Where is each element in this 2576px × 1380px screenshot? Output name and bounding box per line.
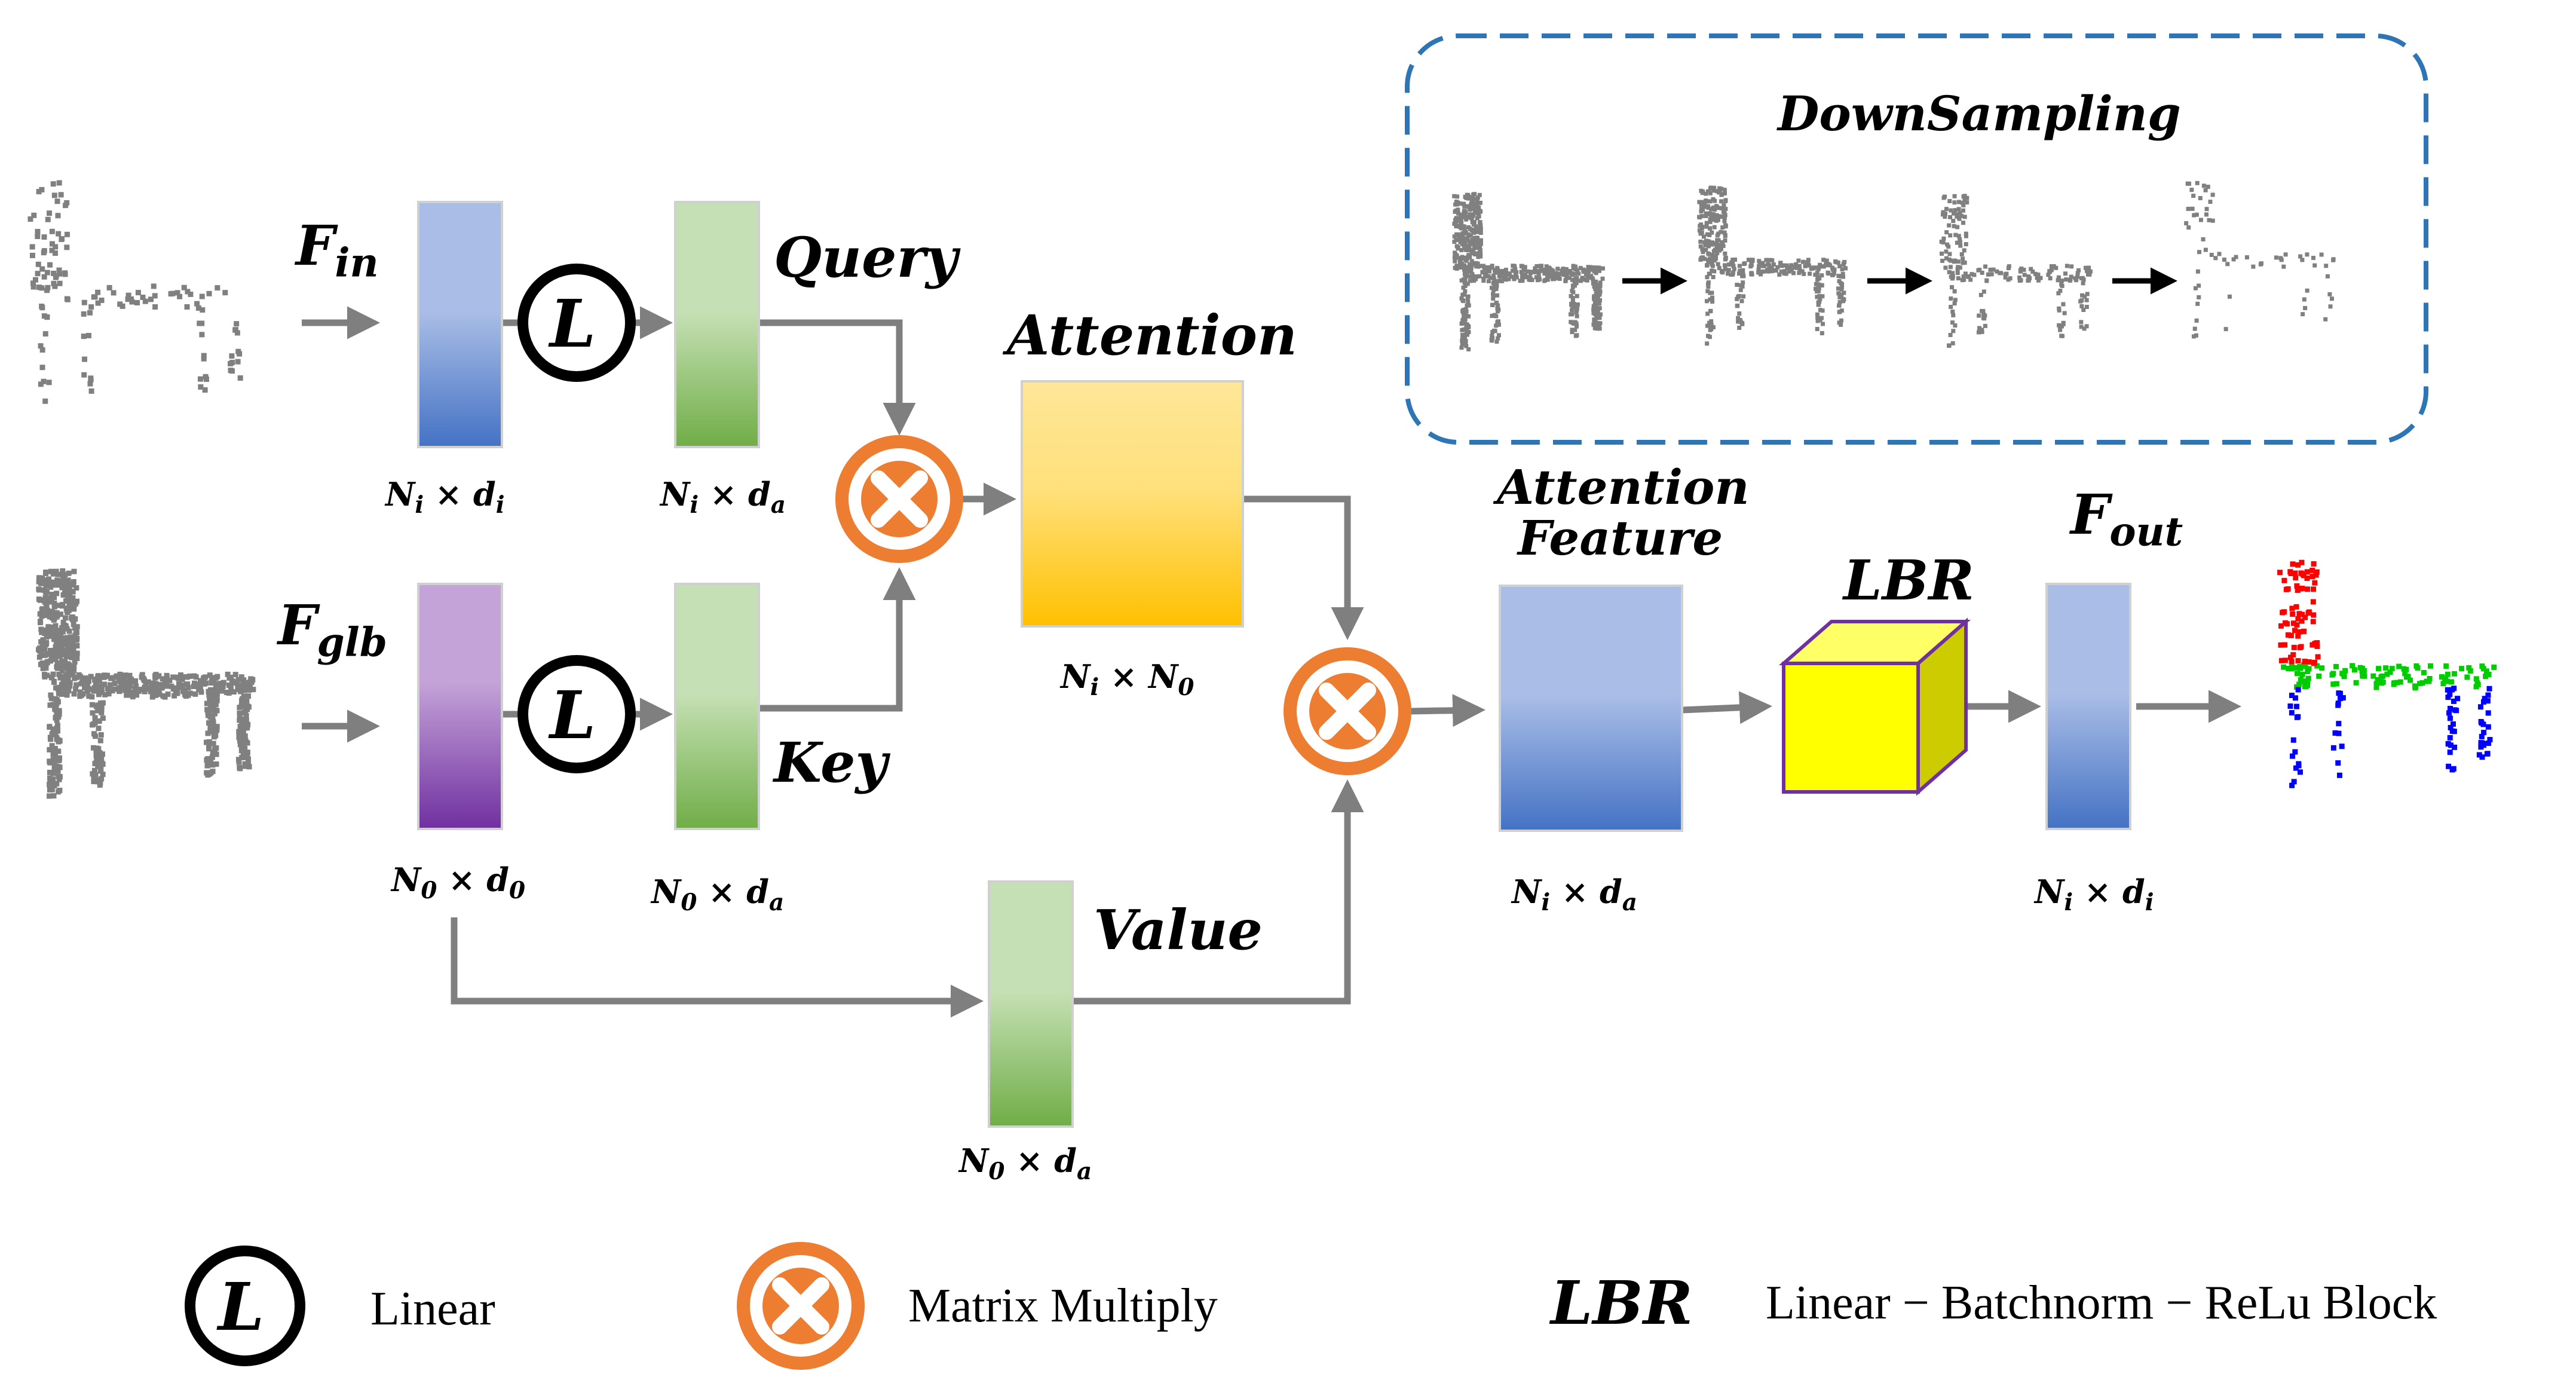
fin-feature-bar (417, 201, 503, 448)
dim-query: Ni × da (660, 475, 786, 519)
downsampling-box (1405, 33, 2428, 445)
dim-attention-feature: Ni × da (1512, 873, 1637, 916)
dim-key: N0 × da (651, 873, 785, 916)
legend-linear-symbol-letter: L (218, 1268, 265, 1345)
label-key: Key (774, 730, 887, 795)
linear-symbol-query: L (550, 285, 596, 362)
legend-matmul-symbol (737, 1242, 865, 1370)
arrow-feature-to-lbr (1681, 691, 1772, 724)
arrow-fglb-to-value (451, 917, 984, 1018)
downsample-cloud-3 (1939, 194, 2093, 348)
legend-matmul-label: Matrix Multiply (908, 1280, 1218, 1332)
label-attention-feature-2: Feature (1518, 510, 1723, 566)
dim-fin: Ni × di (385, 475, 505, 519)
matmul-op-qk (835, 435, 963, 563)
attention-map-block (1021, 380, 1244, 628)
legend-linear-symbol (185, 1246, 305, 1366)
dim-fout: Ni × di (2035, 873, 2154, 916)
value-feature-bar (988, 880, 1074, 1128)
fglb-feature-bar (417, 583, 503, 830)
label-lbr: LBR (1843, 548, 1974, 613)
matmul-op-av (1284, 647, 1411, 775)
dim-value: N0 × da (959, 1142, 1092, 1185)
arrow-matmul2-to-feature (1410, 694, 1485, 727)
linear-symbol-key: L (550, 677, 596, 754)
output-segmented-cloud (2277, 559, 2497, 788)
key-feature-bar (674, 583, 760, 830)
legend-lbr-label: Linear − Batchnorm − ReLu Block (1766, 1277, 2437, 1329)
downsampling-title: DownSampling (1778, 85, 2181, 142)
arrow-value-to-matmul2 (1073, 779, 1364, 1005)
label-value: Value (1094, 898, 1263, 962)
linear-op-key (517, 655, 636, 773)
legend-linear-label: Linear (370, 1283, 495, 1335)
dim-fglb: N0 × d0 (391, 861, 526, 904)
label-f-out: Fout (2070, 482, 2183, 555)
query-feature-bar (674, 201, 760, 448)
input-point-cloud-dense (36, 568, 256, 799)
legend-lbr-symbol: LBR (1551, 1268, 1693, 1338)
arrow-query-to-matmul (759, 319, 916, 436)
input-point-cloud-sparse (27, 180, 243, 404)
label-attention: Attention (1007, 303, 1297, 368)
label-attention-feature-1: Attention (1497, 459, 1750, 515)
linear-op-query (517, 264, 636, 382)
lbr-cube (1779, 617, 1971, 796)
fout-feature-bar (2045, 583, 2131, 830)
arrow-key-to-matmul (759, 567, 916, 712)
label-query: Query (774, 225, 958, 290)
downsample-cloud-4 (2184, 180, 2336, 339)
arrow-attention-to-matmul2 (1243, 495, 1364, 640)
label-f-glb: Fglb (278, 593, 388, 666)
attention-feature-block (1499, 585, 1683, 832)
dim-attention: Ni × N0 (1061, 657, 1194, 701)
downsample-cloud-2 (1697, 185, 1848, 346)
label-f-in: Fin (296, 213, 379, 286)
downsample-cloud-1 (1452, 192, 1605, 351)
